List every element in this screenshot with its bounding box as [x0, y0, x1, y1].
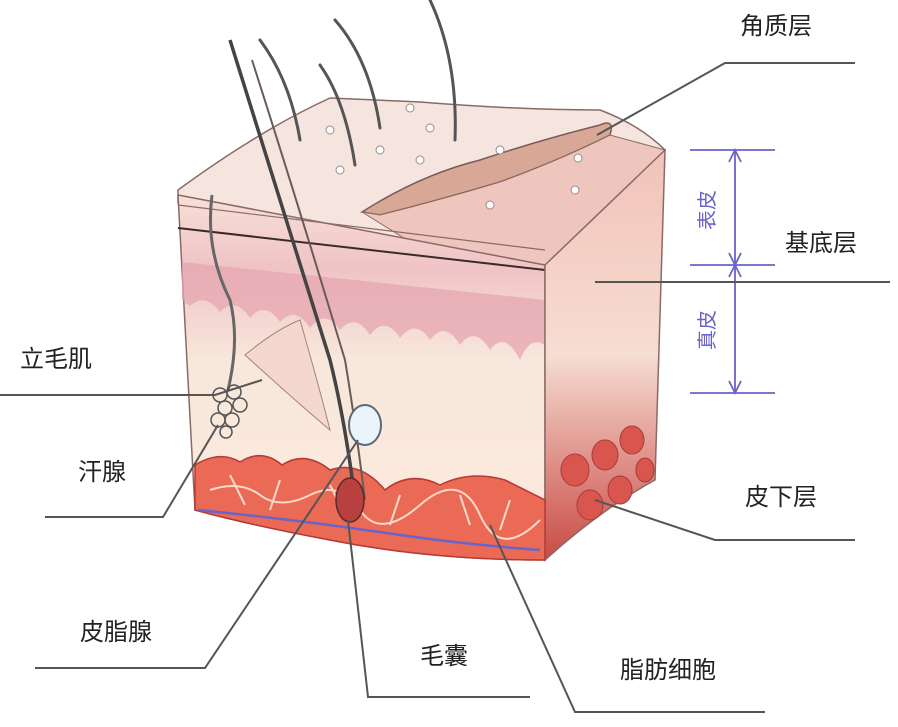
leader-adipocytes [489, 524, 765, 713]
dermal-papillae [182, 262, 545, 360]
label-subcutaneous: 皮下层 [745, 483, 817, 511]
leader-sebaceous-gland [35, 439, 359, 669]
epidermis-line [177, 204, 546, 251]
label-sweat-gland: 汗腺 [78, 458, 126, 486]
sebaceous-gland-shape [348, 404, 382, 446]
layer-scale [690, 147, 775, 396]
label-sebaceous-gland: 皮脂腺 [80, 618, 152, 646]
side-fat-cells [560, 425, 655, 521]
leader-lines [0, 62, 890, 713]
dermis-scale-label: 真皮 [695, 310, 719, 350]
leader-subcutaneous [594, 499, 855, 541]
label-hair-follicle: 毛囊 [420, 642, 468, 670]
hair-follicle [228, 39, 366, 523]
pores [325, 103, 583, 210]
label-adipocytes: 脂肪细胞 [620, 656, 716, 684]
skin-block [177, 0, 667, 562]
label-basal-layer: 基底层 [785, 229, 857, 257]
basal-line [177, 227, 546, 271]
blood-vessel-blue [197, 508, 541, 552]
hairs [258, 0, 457, 167]
arrector-pili-muscle [244, 319, 331, 432]
epidermis-scale-label: 表皮 [695, 190, 719, 230]
label-arrector-pili: 立毛肌 [20, 345, 92, 373]
leader-arrector-pili [0, 379, 263, 396]
leader-hair-follicle [347, 519, 530, 698]
leader-stratum-corneum [596, 62, 855, 136]
sweat-duct [209, 194, 236, 391]
label-stratum-corneum: 角质层 [740, 12, 812, 40]
epidermis-top-face [361, 134, 666, 266]
leader-sweat-gland [45, 424, 219, 518]
